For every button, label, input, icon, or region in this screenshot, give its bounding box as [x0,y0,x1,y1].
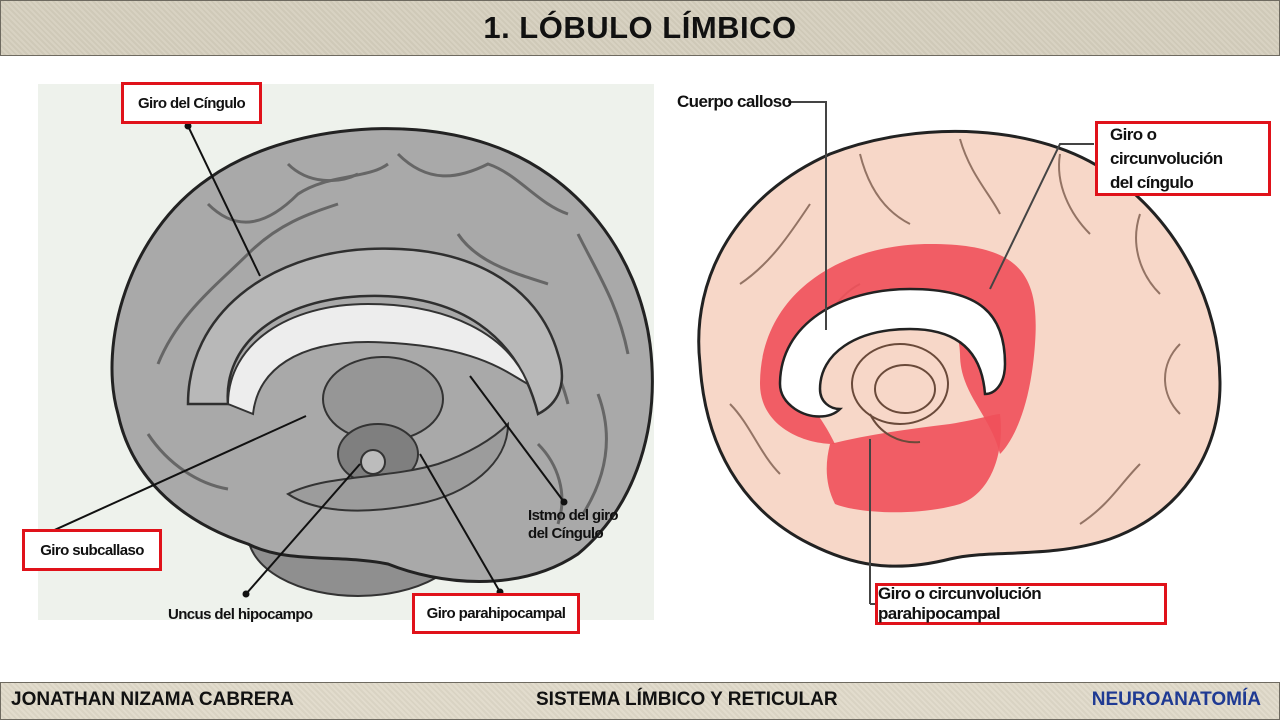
label-giro-subcallaso: Giro subcallaso [22,529,162,571]
left-pointer-lines [38,125,565,595]
label-cuerpo-calloso: Cuerpo calloso [677,92,792,111]
right-brain-figure [660,84,1280,624]
pointer-uncus [245,463,361,595]
pointer-cingulate-right [989,143,1094,290]
footer-topic: SISTEMA LÍMBICO Y RETICULAR [536,689,838,710]
footer-bar: JONATHAN NIZAMA CABRERA SISTEMA LÍMBICO … [0,682,1280,720]
label-uncus: Uncus del hipocampo [168,606,313,623]
label-istmo: Istmo del giro del Cíngulo [528,507,619,543]
label-giro-cingulo-text: Giro del Cíngulo [137,94,246,112]
right-corpus-callosum [778,287,1007,418]
label-cingulo-line1: Giro o circunvolución [1110,124,1223,168]
label-giro-subcallaso-text: Giro subcallaso [40,541,144,559]
pointer-isthmus [469,375,565,503]
label-istmo-line2: del Cíngulo [528,525,604,542]
corpus-callosum-shape [226,302,530,416]
left-brain-illustration [38,122,654,598]
label-giro-circunvolucion-cingulo: Giro o circunvolución del cíngulo [1095,121,1271,196]
uncus-shape [360,449,386,475]
label-giro-cingulo: Giro del Cíngulo [121,82,262,124]
hemisphere-outline [110,127,654,583]
pointer-corpus-callosum [788,101,827,330]
title-bar: 1. LÓBULO LÍMBICO [0,0,1280,56]
label-giro-parahipocampal-text: Giro parahipocampal [426,605,566,622]
pointer-parahippocampal [419,453,501,593]
pointer-cingulate [187,125,261,277]
right-diencephalon [851,343,949,444]
label-giro-parahipocampal: Giro parahipocampal [412,593,580,634]
cingulate-band [186,247,564,416]
label-cingulo-line2: del cíngulo [1110,172,1194,192]
label-giro-circunvolucion-parahipocampal: Giro o circunvolución parahipocampal [875,583,1167,625]
parahippocampal-shape [286,421,510,512]
slide-title: 1. LÓBULO LÍMBICO [483,10,797,45]
label-istmo-line1: Istmo del giro [528,507,619,524]
label-parahipocampal-right-text: Giro o circunvolución parahipocampal [878,584,1042,623]
gyri-texture [146,152,630,525]
pointer-subcallosal [38,415,307,539]
right-brain-illustration [697,101,1222,605]
footer-author: JONATHAN NIZAMA CABRERA [11,689,294,710]
footer-subject: NEUROANATOMÍA [1091,689,1261,710]
